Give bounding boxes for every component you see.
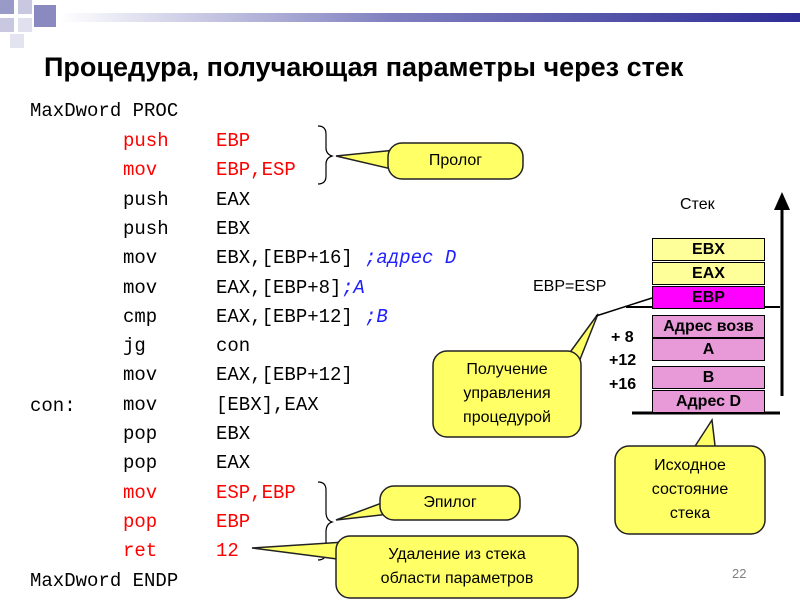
code-args: EAX,[EBP+8]: [216, 277, 342, 299]
code-args: EBX,[EBP+16]: [216, 247, 353, 269]
decor-square-3: [0, 18, 14, 32]
control-label-line-2: управления: [463, 385, 551, 402]
stack-cell: EBP: [652, 286, 765, 309]
proc-header: MaxDword PROC: [30, 100, 179, 122]
code-args: EAX,[EBP+12]: [216, 306, 353, 328]
label-con: con:: [30, 395, 76, 417]
ebp-esp-line: [595, 297, 653, 317]
code-op: push: [123, 189, 169, 211]
code-op: pop: [123, 423, 158, 445]
code-args: EAX: [216, 189, 251, 211]
stack-arrow-head: [774, 192, 790, 210]
top-gradient-bar: [60, 13, 800, 22]
offset-16: +16: [609, 376, 637, 393]
slide-title: Процедура, получающая параметры через ст…: [44, 52, 684, 82]
ebp-esp-label: EBP=ESP: [533, 278, 607, 295]
cleanup-label-line-2: области параметров: [380, 570, 534, 587]
code-op: pop: [123, 511, 158, 533]
epilogue-callout-box: [379, 485, 521, 521]
stack-cell: Адрес возв: [652, 315, 765, 338]
epilogue-label: Эпилог: [423, 494, 477, 511]
stack-title: Стек: [680, 196, 715, 213]
prologue-callout-box: [387, 142, 524, 180]
code-args: EBP: [216, 130, 251, 152]
cleanup-label-line-1: Удаление из стека: [388, 546, 526, 563]
initial-label-line-1: Исходное: [654, 457, 726, 474]
proc-footer: MaxDword ENDP: [30, 570, 179, 592]
control-label: Получение управления процедурой: [435, 353, 579, 435]
code-op: mov: [123, 277, 158, 299]
code-args: con: [216, 335, 251, 357]
cleanup-callout-box: [335, 535, 579, 599]
initial-label: Исходное состояние стека: [617, 448, 763, 532]
code-args: EBX: [216, 423, 251, 445]
initial-callout-box: [614, 445, 766, 535]
cleanup-callout-pointer: [251, 541, 346, 561]
decor-square-2: [18, 0, 32, 14]
code-args: ESP,EBP: [216, 482, 296, 504]
control-label-line-1: Получение: [466, 361, 548, 378]
initial-label-line-3: стека: [669, 505, 711, 522]
code-op: mov: [123, 482, 158, 504]
code-op: push: [123, 218, 169, 240]
code-args: EBP: [216, 511, 251, 533]
control-callout-box: [432, 350, 582, 438]
prologue-callout-pointer: [335, 149, 397, 171]
code-comment: ;адрес D: [365, 247, 457, 269]
code-args: EBP,ESP: [216, 159, 296, 181]
decor-square-1: [0, 0, 14, 14]
code-op: ret: [123, 540, 158, 562]
stack-cell: B: [652, 366, 765, 389]
cleanup-label: Удаление из стека области параметров: [340, 538, 574, 596]
decor-square-4: [34, 5, 56, 27]
code-op: mov: [123, 394, 158, 416]
code-args: EBX: [216, 218, 251, 240]
control-label-line-3: процедурой: [463, 409, 551, 426]
stack-cell: EAX: [652, 262, 765, 285]
offset-8: + 8: [611, 329, 634, 346]
slide-number: 22: [732, 566, 747, 581]
code-op: jg: [123, 335, 146, 357]
code-args: 12: [216, 540, 239, 562]
prologue-brace: [317, 125, 334, 185]
code-op: mov: [123, 364, 158, 386]
code-comment: ;B: [365, 306, 388, 328]
code-op: pop: [123, 452, 158, 474]
code-op: push: [123, 130, 169, 152]
code-op: mov: [123, 247, 158, 269]
initial-label-line-2: состояние: [651, 481, 729, 498]
stack-cell: EBX: [652, 238, 765, 261]
code-comment: ;A: [342, 277, 365, 299]
stack-cell: Адрес D: [652, 390, 765, 413]
decor-square-5: [18, 18, 32, 32]
code-args: [EBX],EAX: [216, 394, 319, 416]
prologue-label: Пролог: [428, 152, 483, 169]
offset-12: +12: [609, 352, 637, 369]
decor-square-6: [10, 34, 24, 48]
code-args: EAX,[EBP+12]: [216, 364, 353, 386]
code-op: cmp: [123, 306, 158, 328]
stack-cell: A: [652, 338, 765, 361]
code-op: mov: [123, 159, 158, 181]
code-args: EAX: [216, 452, 251, 474]
